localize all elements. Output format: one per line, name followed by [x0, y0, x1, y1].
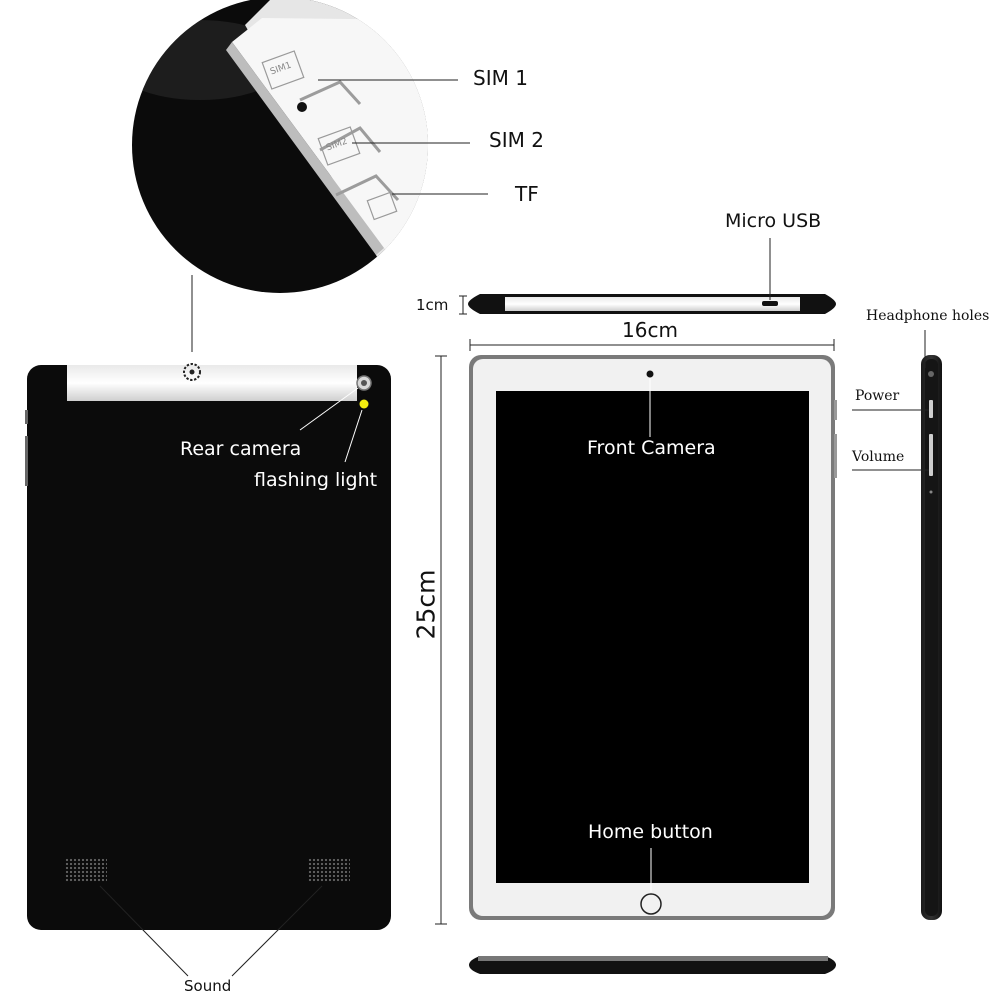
- rear-view: [25, 363, 391, 930]
- sim2-label: SIM 2: [489, 128, 544, 152]
- sim1-label: SIM 1: [473, 66, 528, 90]
- speaker-grille-left: [65, 858, 107, 882]
- home-button-label: Home button: [588, 821, 713, 843]
- thickness-label: 1cm: [416, 296, 449, 314]
- rear-leaders: [299, 387, 363, 463]
- rear-camera-label: Rear camera: [180, 438, 302, 460]
- sound-label: Sound: [184, 977, 232, 995]
- micro-usb-label: Micro USB: [725, 210, 822, 232]
- width-label: 16cm: [622, 318, 678, 342]
- flashing-light-label: flashing light: [254, 469, 378, 491]
- headphone-label: Headphone holes: [866, 308, 990, 324]
- front-view: [469, 355, 837, 920]
- front-camera-label: Front Camera: [587, 437, 716, 459]
- top-edge-view: [468, 294, 836, 314]
- height-label: 25cm: [411, 569, 441, 640]
- power-label: Power: [855, 388, 900, 404]
- zoom-inset: [132, 0, 428, 293]
- volume-label: Volume: [852, 449, 905, 465]
- speaker-grille-right: [308, 858, 350, 882]
- bottom-edge-view: [469, 956, 836, 974]
- zoom-leaders: [191, 79, 488, 352]
- tf-label: TF: [515, 182, 539, 206]
- side-view: [921, 355, 942, 920]
